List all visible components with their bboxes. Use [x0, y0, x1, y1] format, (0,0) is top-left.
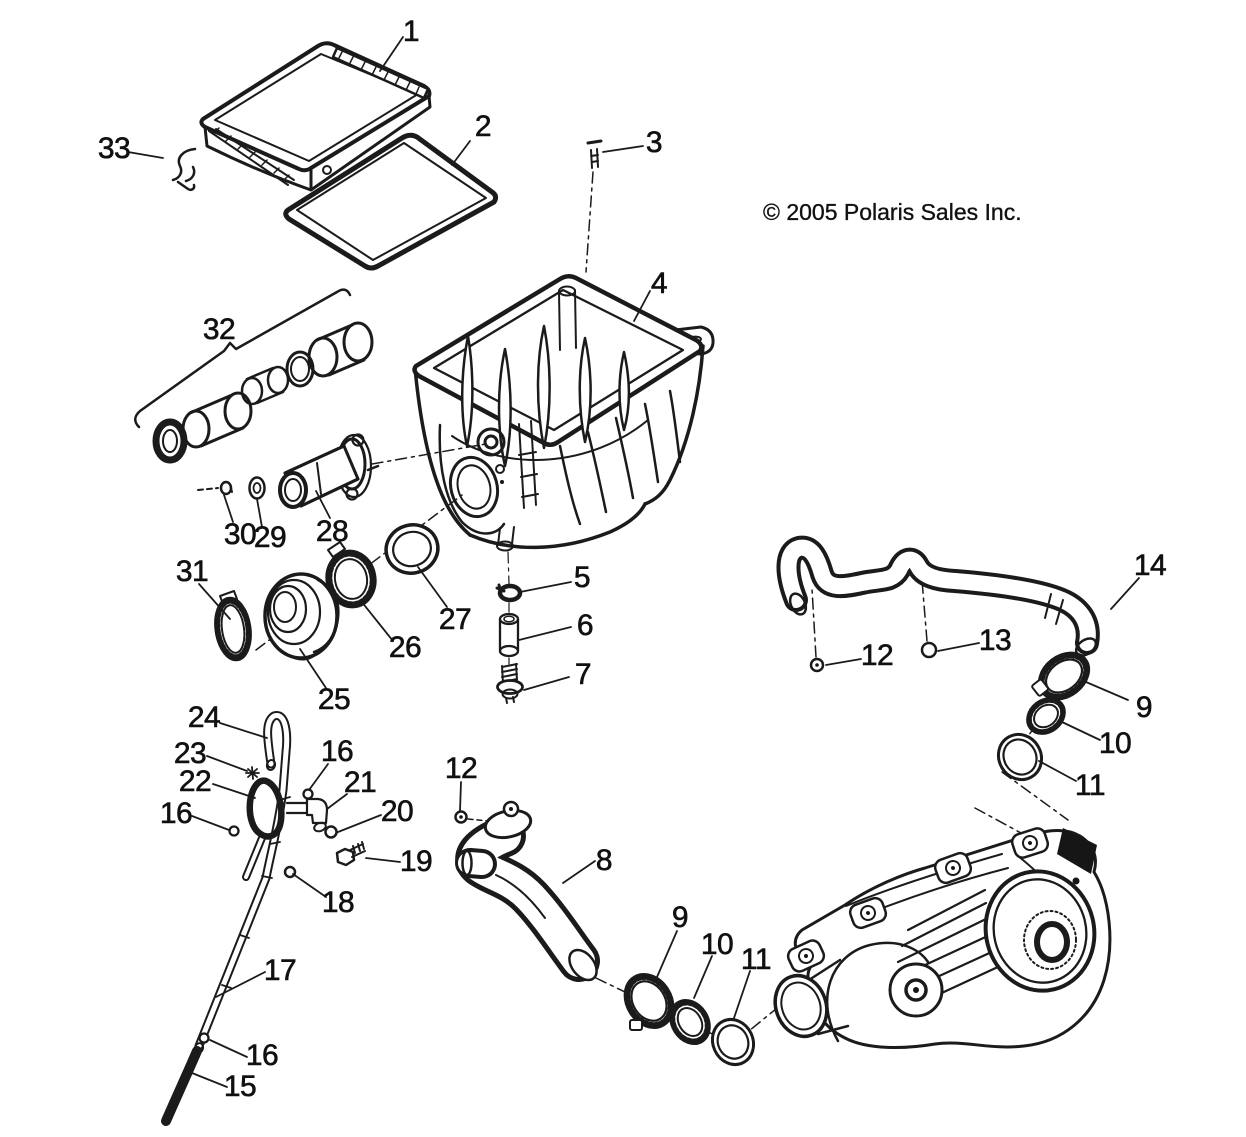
callout-12-boot: 12: [444, 752, 478, 786]
callout-32: 32: [202, 313, 236, 347]
callout-10-lower: 10: [700, 928, 734, 962]
filter-element-group-32: [134, 288, 374, 464]
callout-17: 17: [263, 954, 297, 988]
clamp-31: [214, 590, 252, 662]
clamp-9-lower: [623, 973, 675, 1031]
callout-24: 24: [187, 701, 221, 735]
collar-10-lower: [669, 999, 711, 1045]
callout-9-upper: 9: [1135, 691, 1153, 725]
clamp-26: [325, 541, 377, 609]
washer-18: [283, 865, 297, 879]
clip-16-b: [228, 825, 240, 837]
rivet-12-lower: [454, 810, 468, 824]
ball-20: [324, 825, 338, 839]
callout-6: 6: [576, 609, 594, 643]
callout-8: 8: [595, 844, 613, 878]
callout-3: 3: [645, 126, 663, 160]
intake-boot-8: [455, 800, 600, 982]
callout-23: 23: [173, 737, 207, 771]
ring-11-upper: [996, 732, 1044, 782]
air-box-cover-1: [199, 41, 432, 192]
engine-clutch-cover: [773, 827, 1112, 1050]
callout-20: 20: [380, 795, 414, 829]
callout-22: 22: [178, 765, 212, 799]
callout-1: 1: [402, 15, 420, 49]
callout-30: 30: [223, 518, 257, 552]
callout-14: 14: [1133, 549, 1167, 583]
callout-25: 25: [317, 683, 351, 717]
rod-tip-15: [161, 1046, 202, 1126]
callout-2: 2: [474, 110, 492, 144]
callout-12-hose: 12: [860, 639, 894, 673]
vent-tube-and-rod: [193, 711, 292, 1054]
ring-13: [920, 641, 938, 659]
clip-16-c: [198, 1032, 210, 1044]
callout-11-upper: 11: [1074, 769, 1106, 803]
callout-7: 7: [574, 658, 592, 692]
ring-11-lower: [710, 1018, 756, 1066]
clip-16-a: [302, 788, 314, 800]
callout-16-c: 16: [245, 1039, 279, 1073]
callout-18: 18: [321, 886, 355, 920]
screw-30: [197, 480, 233, 496]
callout-19: 19: [399, 845, 433, 879]
drain-hose-6: [498, 612, 520, 658]
grommet-22: [246, 777, 285, 840]
washer-29: [248, 476, 266, 500]
callout-31: 31: [175, 555, 209, 589]
callout-33: 33: [97, 132, 131, 166]
rivet-12-upper: [809, 657, 825, 673]
screw-3: [586, 139, 603, 169]
clip-33: [171, 147, 197, 192]
callout-16-a: 16: [320, 735, 354, 769]
ring-seal-27: [384, 523, 440, 575]
callout-29: 29: [253, 521, 287, 555]
carb-boot-25: [263, 572, 340, 661]
callout-27: 27: [438, 603, 472, 637]
callout-16-b: 16: [159, 797, 193, 831]
intake-duct-28: [278, 433, 380, 509]
callout-5: 5: [573, 561, 591, 595]
callout-9-lower: 9: [671, 901, 689, 935]
bolt-19: [335, 841, 366, 867]
elbow-fitting-21: [285, 797, 329, 833]
callout-26: 26: [388, 631, 422, 665]
callout-10-upper: 10: [1098, 727, 1132, 761]
drain-fitting-7: [496, 663, 524, 704]
collar-10-upper: [1026, 697, 1066, 735]
copyright-notice: © 2005 Polaris Sales Inc.: [763, 199, 1022, 225]
callout-28: 28: [315, 515, 349, 549]
clamp-5: [495, 583, 523, 603]
air-box-body-4: [412, 274, 715, 552]
screw-23: [245, 766, 260, 780]
callout-4: 4: [650, 267, 668, 301]
leader-lines: [127, 36, 1140, 1088]
callout-11-lower: 11: [740, 943, 772, 977]
callout-15: 15: [223, 1070, 257, 1104]
clamp-9-upper: [1031, 651, 1091, 701]
air-inlet-hose-14: [776, 535, 1100, 657]
cover-seal-2: [283, 132, 499, 271]
callout-13: 13: [978, 624, 1012, 658]
callout-21: 21: [343, 766, 377, 800]
